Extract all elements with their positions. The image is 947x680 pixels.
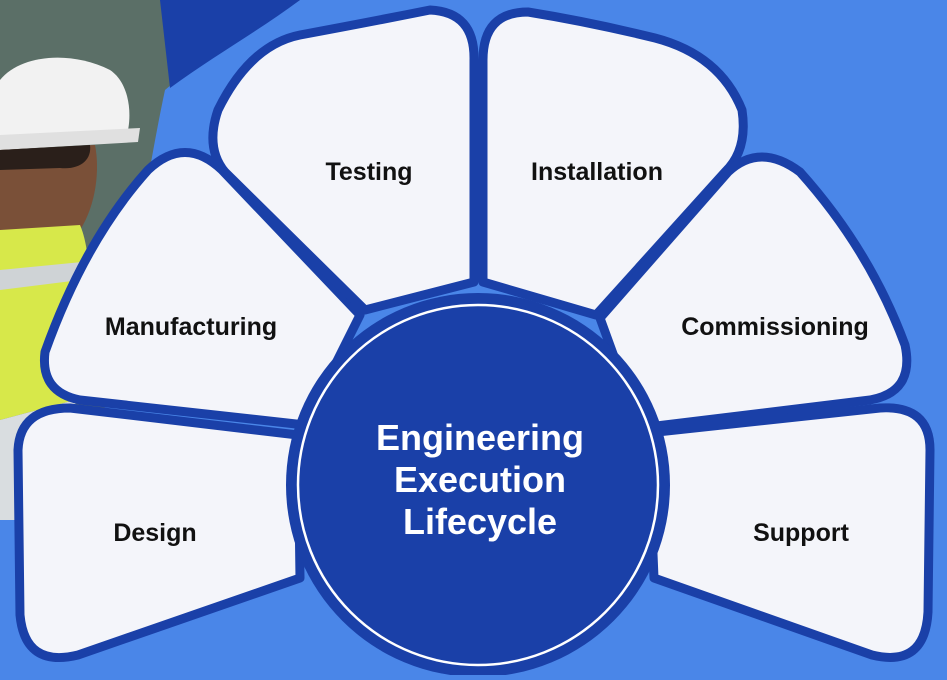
petal-design xyxy=(13,403,305,663)
petal-installation xyxy=(478,7,748,320)
stage-label-testing: Testing xyxy=(325,158,412,186)
center-title-line-1: Engineering xyxy=(376,417,584,458)
center-title-line-3: Lifecycle xyxy=(403,501,557,542)
stage-label-design: Design xyxy=(113,519,196,547)
stage-label-manufacturing: Manufacturing xyxy=(105,313,277,341)
center-title-line-2: Execution xyxy=(394,459,566,500)
petal-manufacturing xyxy=(39,148,365,430)
petal-testing xyxy=(208,5,479,315)
petal-support xyxy=(643,403,935,662)
stage-label-installation: Installation xyxy=(531,158,663,186)
stage-label-commissioning: Commissioning xyxy=(681,313,869,341)
center-hub xyxy=(286,293,670,677)
corner-accent xyxy=(160,0,300,88)
stage-label-support: Support xyxy=(753,519,849,547)
petal-commissioning xyxy=(595,152,912,433)
